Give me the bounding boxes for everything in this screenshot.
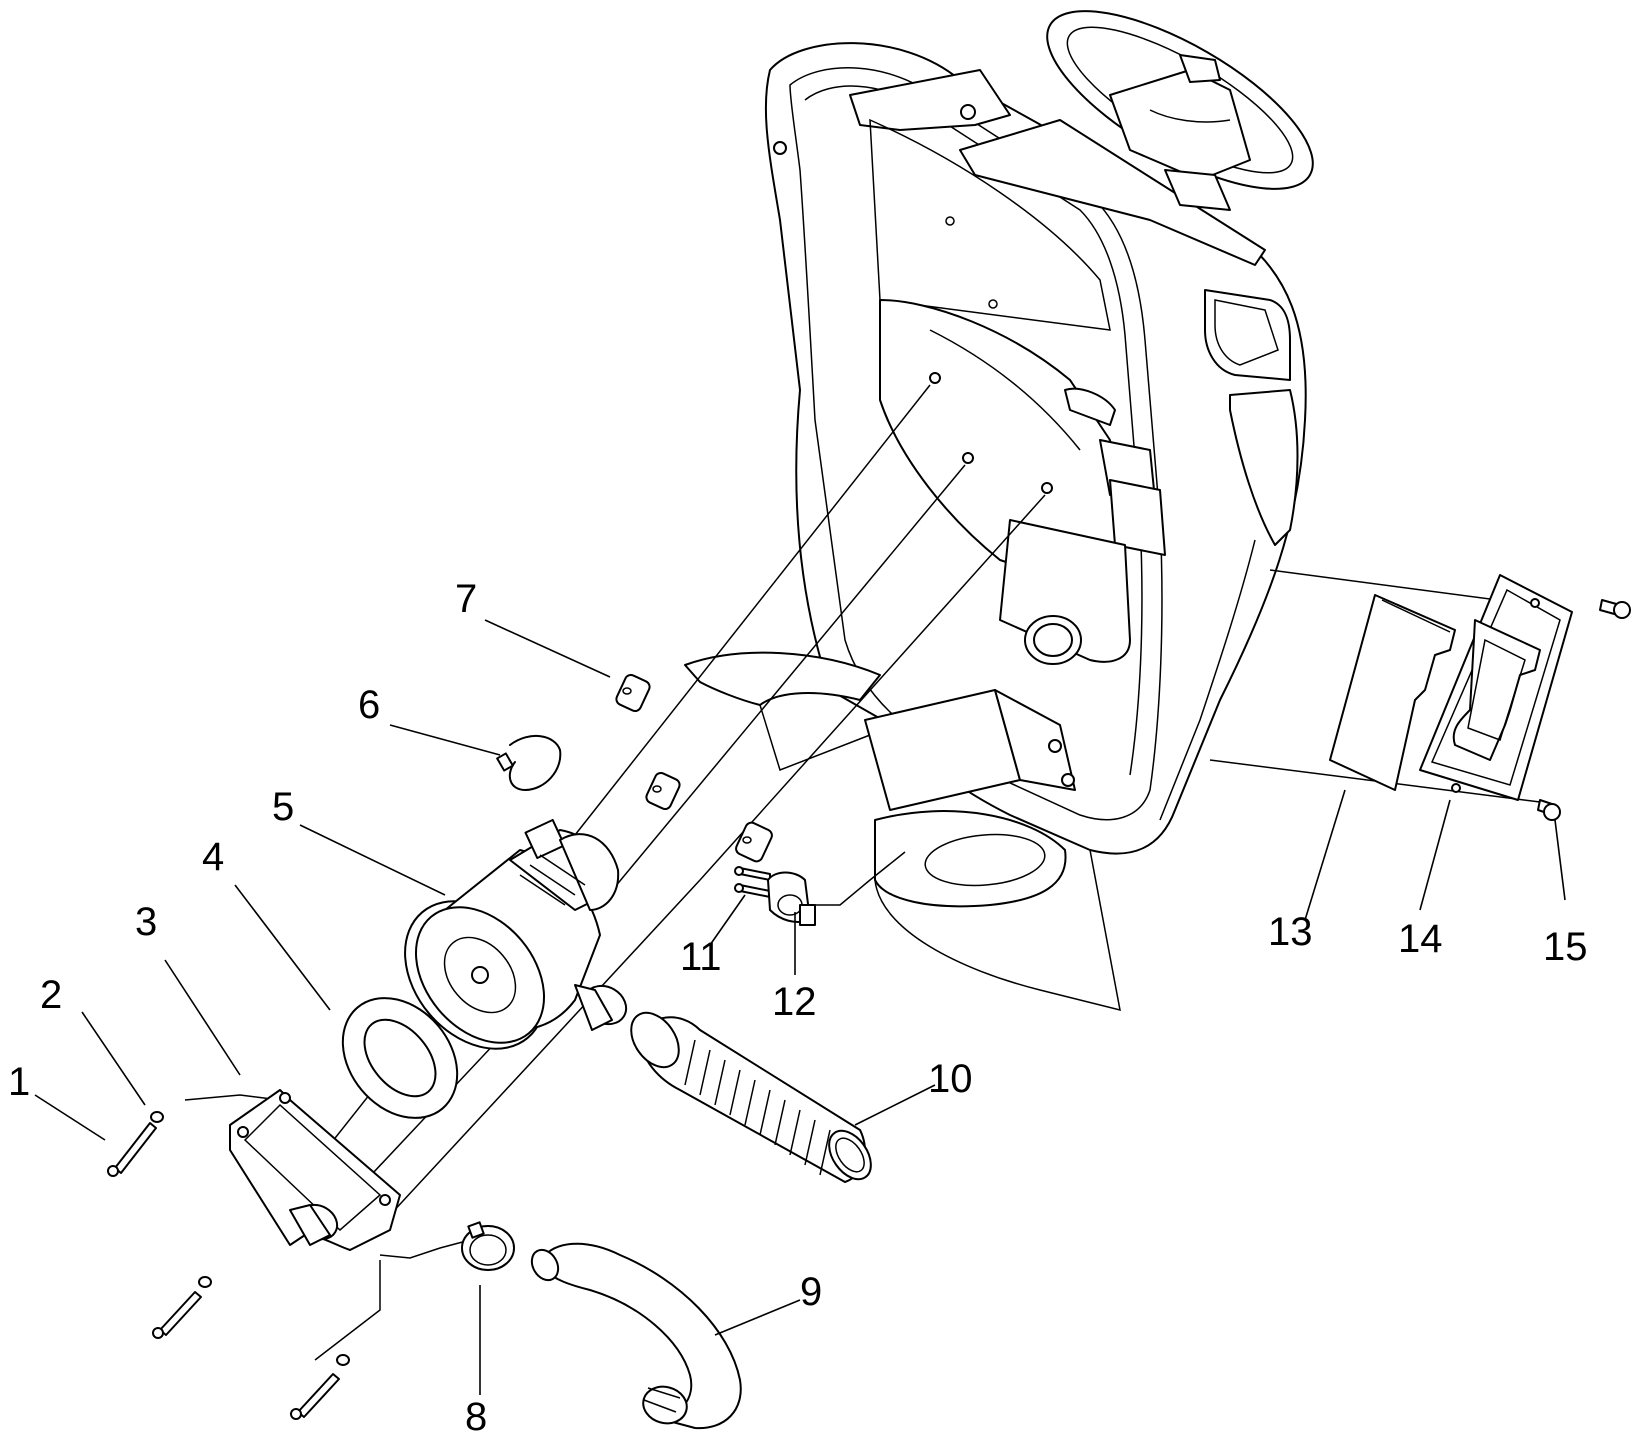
callout-12: 12	[772, 980, 817, 1024]
spacers	[615, 673, 773, 863]
callout-labels: 1 2 3 4 5 6 7 8 9 10 11 12 13 14 15	[8, 577, 1588, 1439]
callout-9: 9	[800, 1270, 822, 1314]
callout-3: 3	[135, 900, 157, 944]
callout-1: 1	[8, 1060, 30, 1104]
callout-10: 10	[928, 1057, 973, 1101]
vacuum-motor	[404, 818, 628, 1050]
callout-11: 11	[680, 935, 722, 979]
filter-panel	[1329, 594, 1456, 791]
callout-7: 7	[455, 577, 477, 621]
cover-screws	[1537, 599, 1631, 821]
splash-guard	[684, 651, 1121, 1012]
callout-15: 15	[1543, 925, 1588, 969]
leader-lines	[34, 619, 1566, 1395]
mounting-bracket	[229, 1089, 401, 1251]
clip-and-screws	[734, 866, 816, 926]
console-housing	[764, 42, 1307, 855]
callout-13: 13	[1268, 910, 1313, 954]
filter-cover	[1419, 574, 1573, 801]
callout-2: 2	[40, 973, 62, 1017]
callout-4: 4	[202, 835, 224, 879]
hose-clamp	[461, 1221, 515, 1271]
steering-wheel	[1046, 10, 1314, 211]
callout-6: 6	[358, 683, 380, 727]
callout-5: 5	[272, 785, 294, 829]
corrugated-hose	[630, 1011, 872, 1183]
callout-14: 14	[1398, 917, 1443, 961]
callout-8: 8	[465, 1395, 487, 1439]
cable-tie	[496, 734, 562, 791]
gasket	[341, 997, 459, 1119]
screws-and-washers	[107, 1111, 350, 1420]
curved-hose	[530, 1242, 742, 1430]
